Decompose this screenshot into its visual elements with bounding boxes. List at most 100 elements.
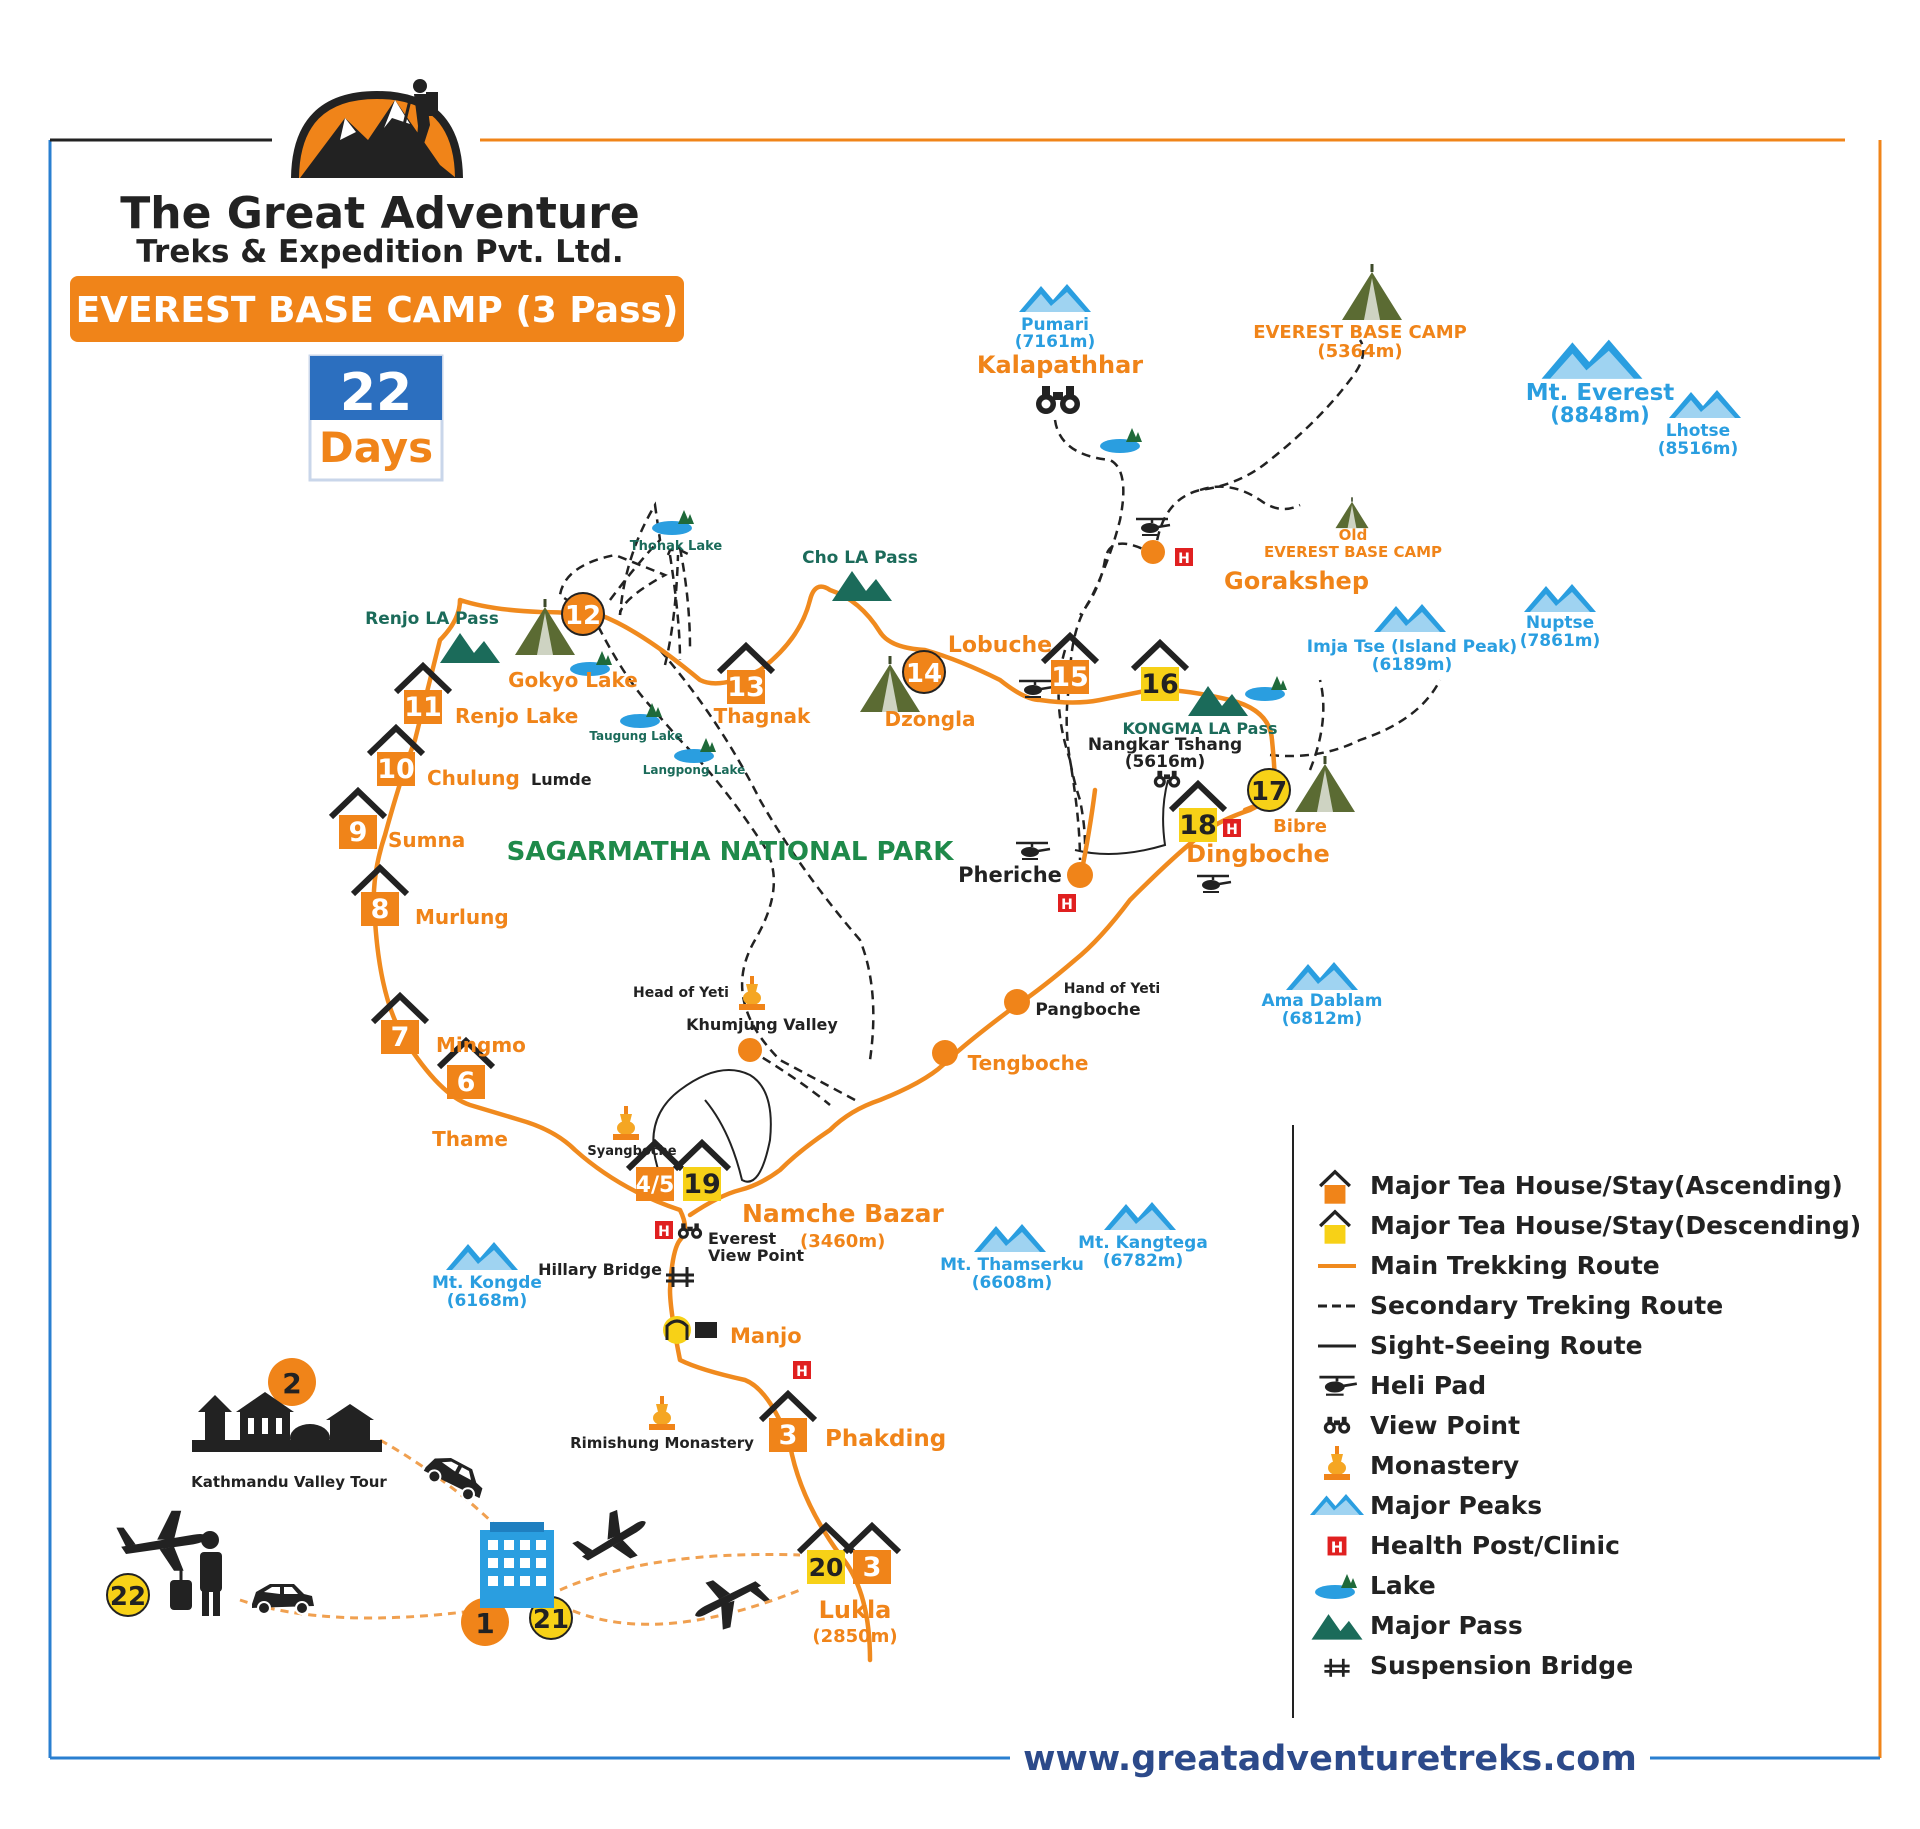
peak-kangtega-name: Mt. Kangtega [1078,1233,1208,1253]
legend-item-1: Major Tea House/Stay(Descending) [1370,1211,1861,1240]
place-kalapathhar: Kalapathhar [977,351,1143,379]
stop-15: 15 [1043,636,1097,694]
lake-label-taugung: Taugung Lake [589,729,682,743]
place-lobuche: Lobuche [948,633,1052,658]
legend-item-6: View Point [1370,1411,1520,1440]
place-nangkar-2: (5616m) [1125,752,1206,772]
stop-13: 13 [719,646,773,704]
place-mingmo: Mingmo [436,1033,526,1057]
svg-text:21: 21 [533,1605,569,1635]
place-dzongla: Dzongla [885,707,976,731]
secondary-route-old-ebc [1199,485,1301,511]
place-old-ebc-1: Old [1339,526,1368,544]
svg-text:2: 2 [282,1367,301,1400]
place-everest-view-1: Everest [708,1229,776,1248]
peak-imja-alt: (6189m) [1372,655,1453,675]
peak-thamserku-name: Mt. Thamserku [940,1255,1084,1275]
peak-pumari-alt: (7161m) [1015,332,1096,352]
svg-text:7: 7 [391,1022,410,1053]
svg-text:8: 8 [371,894,390,925]
mountain-icon [1310,1494,1364,1515]
peak-thamserku-alt: (6608m) [972,1273,1053,1293]
place-chulung: Chulung [427,766,520,790]
secondary-route-thonak-up [663,554,680,666]
peak-amadablam-alt: (6812m) [1282,1009,1363,1029]
svg-text:22: 22 [110,1582,146,1612]
svg-text:11: 11 [404,692,442,723]
legend-item-3: Secondary Treking Route [1370,1291,1723,1320]
place-ebc-alt: (5364m) [1317,341,1402,362]
svg-text:20: 20 [809,1553,844,1582]
pass-label-renjo: Renjo LA Pass [365,609,499,629]
legend-item-9: Health Post/Clinic [1370,1531,1620,1560]
stop-6: 6 [439,1041,493,1099]
place-kathmandu: Kathmandu Valley Tour [191,1473,387,1491]
place-ebc: EVEREST BASE CAMP [1253,322,1467,343]
stop-14: 14 [902,650,946,694]
place-khumjung: Khumjung Valley [686,1015,838,1034]
peak-imja-name: Imja Tse (Island Peak) [1307,637,1517,657]
secondary-route-gorakshep-lobuche [1079,542,1156,616]
place-syangboche: Syangboche [587,1144,676,1159]
place-sumna: Sumna [388,828,465,852]
svg-text:18: 18 [1179,810,1217,841]
place-thame: Thame [432,1127,508,1151]
stop-18: 18 [1171,784,1225,842]
svg-text:10: 10 [377,754,415,785]
peak-kongde-alt: (6168m) [447,1291,528,1311]
days-badge: 22 Days [308,354,444,482]
place-dingboche: Dingboche [1186,840,1330,868]
website-link[interactable]: www.greatadventuretreks.com [1023,1739,1637,1779]
stop-3-lukla: 3 [845,1526,899,1584]
svg-text:12: 12 [565,601,601,631]
stop-1: 1 [461,1598,509,1646]
place-head-of-yeti: Head of Yeti [633,985,729,1001]
place-rimishung: Rimishung Monastery [570,1434,754,1452]
place-namche: Namche Bazar [742,1199,944,1228]
stop-19: 19 [675,1143,729,1201]
bridge-icon [1323,1657,1351,1679]
stop-9: 9 [331,791,385,849]
hotel-building-icon [480,1522,554,1608]
legend-item-5: Heli Pad [1370,1371,1486,1400]
legend-item-8: Major Peaks [1370,1491,1542,1520]
house-asc-icon [1318,1170,1352,1206]
legend-item-4: Sight-Seeing Route [1370,1331,1643,1360]
peak-everest-name: Mt. Everest [1526,380,1675,406]
place-bibre: Bibre [1273,816,1327,837]
place-old-ebc-2: EVEREST BASE CAMP [1264,543,1442,561]
secondary-route-thonak-lake [678,547,692,649]
svg-text:14: 14 [906,659,942,689]
monastery-icon [1324,1446,1350,1480]
place-manjo: Manjo [730,1324,802,1348]
place-gokyo-lake: Gokyo Lake [508,668,638,692]
svg-text:19: 19 [683,1169,721,1200]
flight-route-out [559,1552,801,1592]
helicopter-icon [1318,1375,1359,1397]
svg-text:16: 16 [1141,669,1179,700]
company-name: The Great Adventure [120,188,640,239]
place-lukla: Lukla [819,1596,892,1624]
health-post-icon [1327,1536,1347,1557]
stop-17: 17 [1247,768,1291,812]
place-hillary-bridge: Hillary Bridge [538,1260,662,1279]
trip-title-banner [70,276,684,342]
stop-8: 8 [353,868,407,926]
secondary-route-kalapathhar [1053,419,1125,881]
svg-text:15: 15 [1051,662,1089,693]
place-renjo-lake: Renjo Lake [455,704,578,728]
stop-2: 2 [268,1358,316,1406]
peak-pumari-name: Pumari [1021,315,1089,335]
stop-20: 20 [799,1526,853,1584]
peak-nuptse-name: Nuptse [1526,613,1594,633]
peak-everest-alt: (8848m) [1550,403,1650,427]
legend-item-11: Major Pass [1370,1611,1523,1640]
pass-label-kongma: KONGMA LA Pass [1123,719,1278,738]
sightseeing-route-nangkar [1074,779,1169,855]
legend-item-10: Lake [1370,1571,1436,1600]
stop-3-phakding: 3 [761,1394,815,1452]
secondary-route-gokyo-lakes [609,501,875,1061]
legend-item-7: Monastery [1370,1451,1519,1480]
stop-12: 12 [561,592,605,636]
